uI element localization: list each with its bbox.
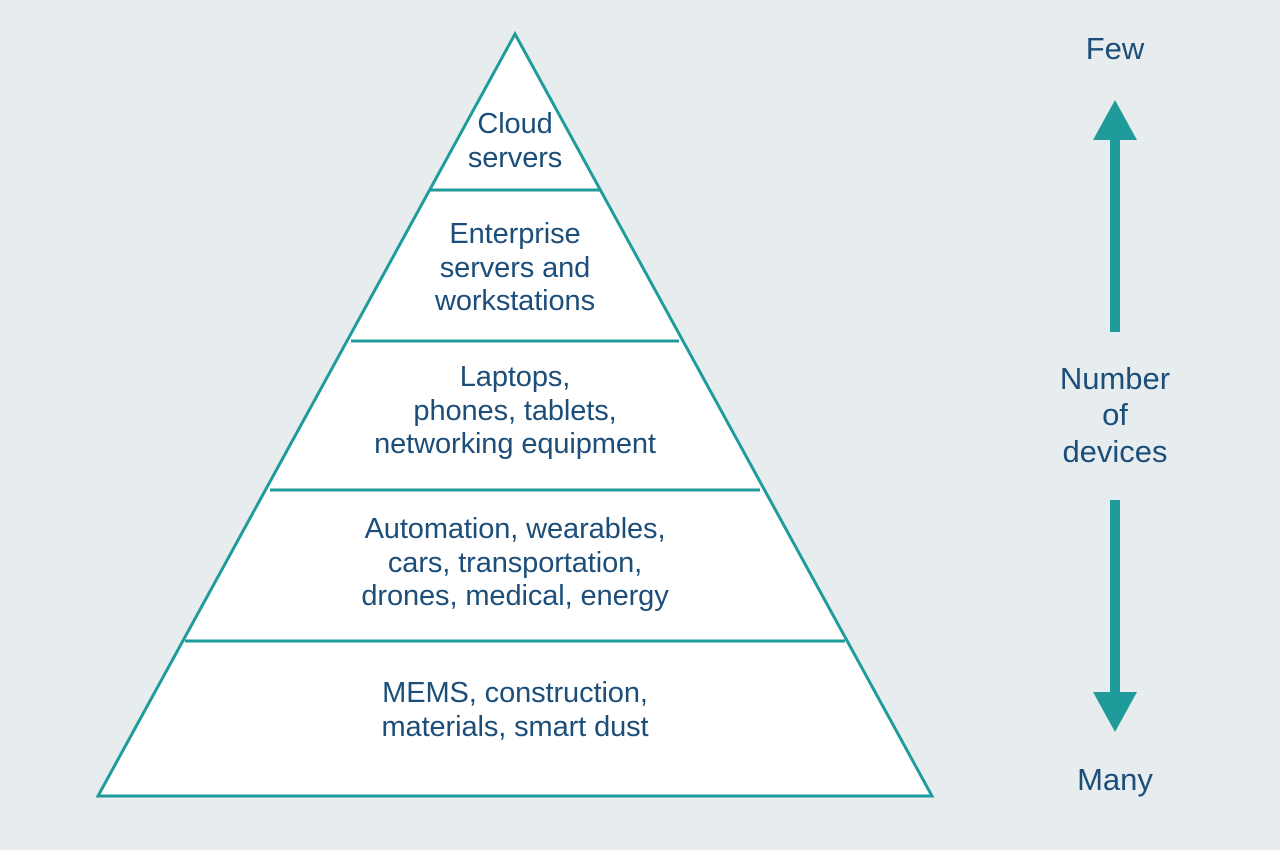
arrow-down-icon xyxy=(1093,500,1137,732)
pyramid-outline xyxy=(95,30,935,798)
axis-arrows xyxy=(1093,100,1137,732)
axis-label-few: Few xyxy=(1085,31,1145,66)
device-count-axis: Few Number of devices Many xyxy=(1000,0,1230,850)
arrow-up-icon xyxy=(1093,100,1137,332)
axis-label-number-of-devices: Number of devices xyxy=(1059,361,1171,469)
axis-label-many: Many xyxy=(1077,762,1153,797)
